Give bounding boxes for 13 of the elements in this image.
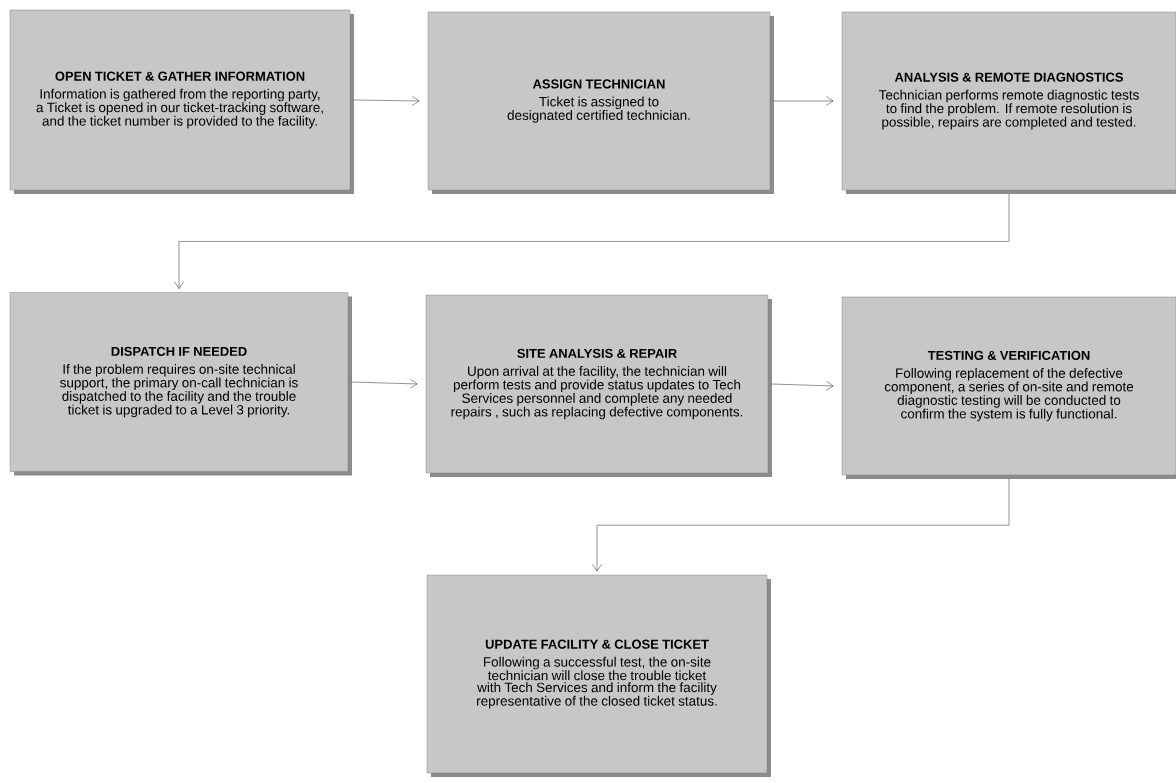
process-box: OPEN TICKET & GATHER INFORMATION Information is gathered from the reporting party, a Ticket is opened in our ticket-tracking software, and the ticket number is provided to the facility.	[9, 9, 351, 191]
process-box: DISPATCH IF NEEDED If the problem requires on-site technical support, the primary on-call technician is dispatched to the facility and the trouble ticket is upgraded to a Level 3 priority.	[9, 292, 349, 472]
arrow	[772, 96, 834, 106]
process-box: ASSIGN TECHNICIAN Ticket is assigned to designated certified technician.	[427, 11, 771, 191]
process-box: ANALYSIS & REMOTE DIAGNOSTICS Technician performs remote diagnostic tests to find the problem. If remote resolution is possible, repairs are completed and tested.	[841, 11, 1176, 191]
arrow	[352, 96, 420, 106]
process-box: TESTING & VERIFICATION Following replacement of the defective component, a series of on-site and remote diagnostic testing will be conducted to confirm the system is fully functional.	[841, 296, 1176, 476]
arrow	[174, 192, 1010, 290]
arrow	[350, 379, 418, 389]
arrow	[770, 380, 834, 391]
arrow	[592, 477, 1010, 572]
process-box: UPDATE FACILITY & CLOSE TICKET Following a successful test, the on-site technician will close the trouble ticket with Tech Services and inform the facility representative of the closed ticket status.	[426, 574, 768, 774]
process-box: SITE ANALYSIS & REPAIR Upon arrival at the facility, the technician will perform tests and provide status updates to Tech Services personnel and complete any needed repairs , such as replacing defective components.	[425, 294, 769, 474]
